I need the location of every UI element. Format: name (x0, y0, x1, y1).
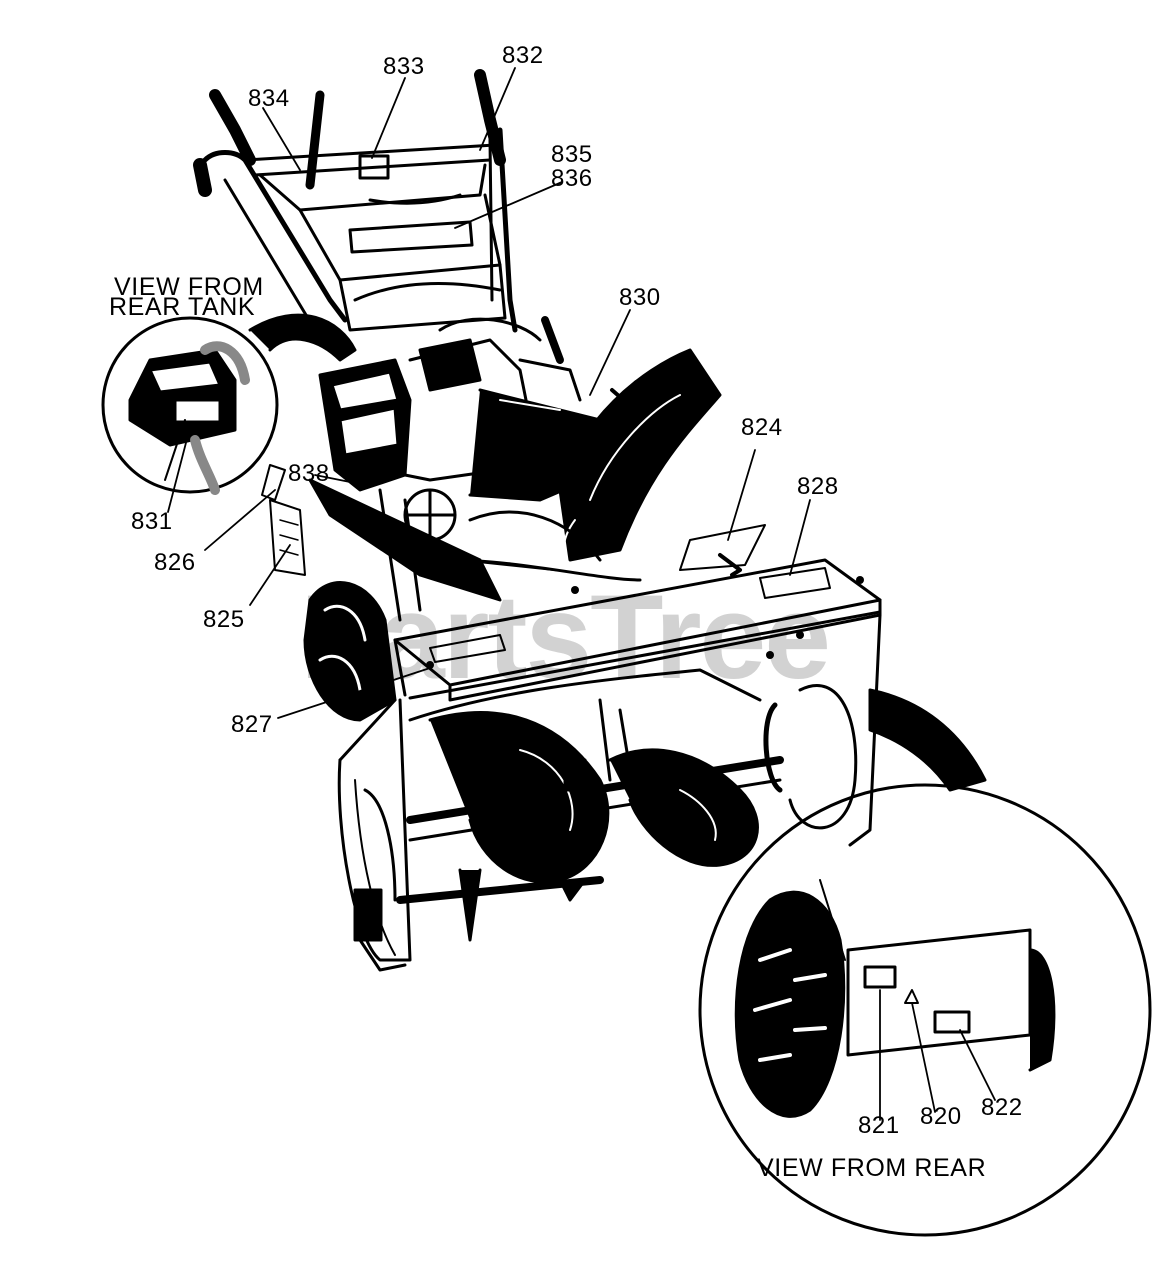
callout-825: 825 (203, 606, 245, 633)
callout-820: 820 (920, 1103, 962, 1130)
callout-826: 826 (154, 549, 196, 576)
callout-821: 821 (858, 1112, 900, 1139)
callout-827: 827 (231, 711, 273, 738)
handle-assembly (193, 69, 518, 333)
callout-833: 833 (383, 53, 425, 80)
callout-824: 824 (741, 414, 783, 441)
callout-832: 832 (502, 42, 544, 69)
caption-view-from-rear-tank-line2: REAR TANK (109, 293, 256, 321)
leader-lines (167, 67, 996, 1121)
callout-822: 822 (981, 1094, 1023, 1121)
caption-view-from-rear: VIEW FROM REAR (757, 1154, 987, 1182)
callout-830: 830 (619, 284, 661, 311)
callout-835: 835 (551, 141, 593, 168)
callout-838: 838 (288, 460, 330, 487)
auger-housing (337, 558, 882, 972)
callout-834: 834 (248, 85, 290, 112)
callout-828: 828 (797, 473, 839, 500)
engine (318, 316, 722, 576)
rear-inset (698, 688, 1152, 1237)
frame (308, 478, 642, 622)
callout-831: 831 (131, 508, 173, 535)
loose-decals (261, 464, 766, 577)
callout-836: 836 (551, 165, 593, 192)
caption-view-from-rear-tank-line1: VIEW FROM (114, 273, 264, 301)
left-wheel (303, 581, 397, 722)
rear-tank-inset (101, 313, 357, 495)
